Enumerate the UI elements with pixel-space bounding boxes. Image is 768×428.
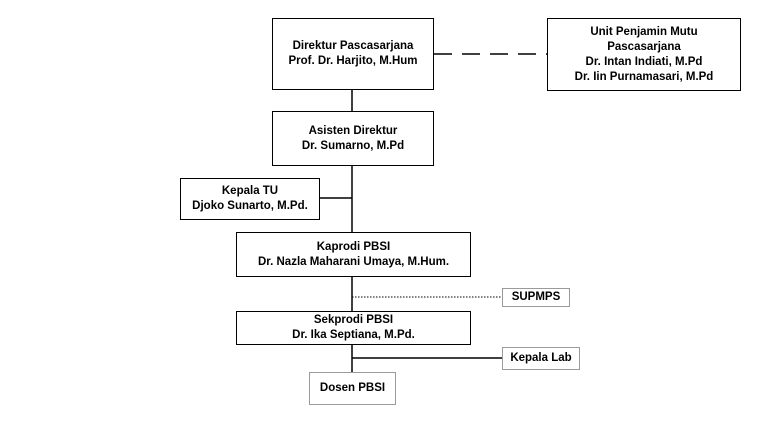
kepala-lab-label: Kepala Lab [510,352,572,364]
asisten-title: Asisten Direktur [308,124,398,137]
kaprodi-title: Kaprodi PBSI [316,240,391,253]
asisten-direktur-box: Asisten Direktur Dr. Sumarno, M.Pd [272,111,434,166]
upm-title: Unit Penjamin Mutu [590,25,698,38]
direktur-title: Direktur Pascasarjana [292,40,414,52]
kaprodi-name: Dr. Nazla Maharani Umaya, M.Hum. [257,255,450,268]
sekprodi-box: Sekprodi PBSI Dr. Ika Septiana, M.Pd. [236,311,471,345]
kepala-tu-title: Kepala TU [221,185,279,197]
upm-member-1: Dr. Intan Indiati, M.Pd [585,55,703,68]
supmps-box: SUPMPS [502,288,570,307]
kepala-lab-box: Kepala Lab [502,347,580,370]
direktur-box: Direktur Pascasarjana Prof. Dr. Harjito,… [272,18,434,90]
upm-subtitle: Pascasarjana [607,40,681,53]
supmps-label: SUPMPS [511,291,561,303]
kaprodi-box: Kaprodi PBSI Dr. Nazla Maharani Umaya, M… [236,232,471,277]
dosen-label: Dosen PBSI [319,382,386,394]
direktur-name: Prof. Dr. Harjito, M.Hum [288,55,418,67]
dosen-box: Dosen PBSI [309,372,396,405]
upm-box: Unit Penjamin Mutu Pascasarjana Dr. Inta… [547,18,741,91]
sekprodi-name: Dr. Ika Septiana, M.Pd. [292,329,415,341]
upm-member-2: Dr. Iin Purnamasari, M.Pd [574,70,714,83]
sekprodi-title: Sekprodi PBSI [313,314,394,326]
asisten-name: Dr. Sumarno, M.Pd [301,139,405,152]
kepala-tu-name: Djoko Sunarto, M.Pd. [192,200,308,212]
kepala-tu-box: Kepala TU Djoko Sunarto, M.Pd. [180,178,320,220]
